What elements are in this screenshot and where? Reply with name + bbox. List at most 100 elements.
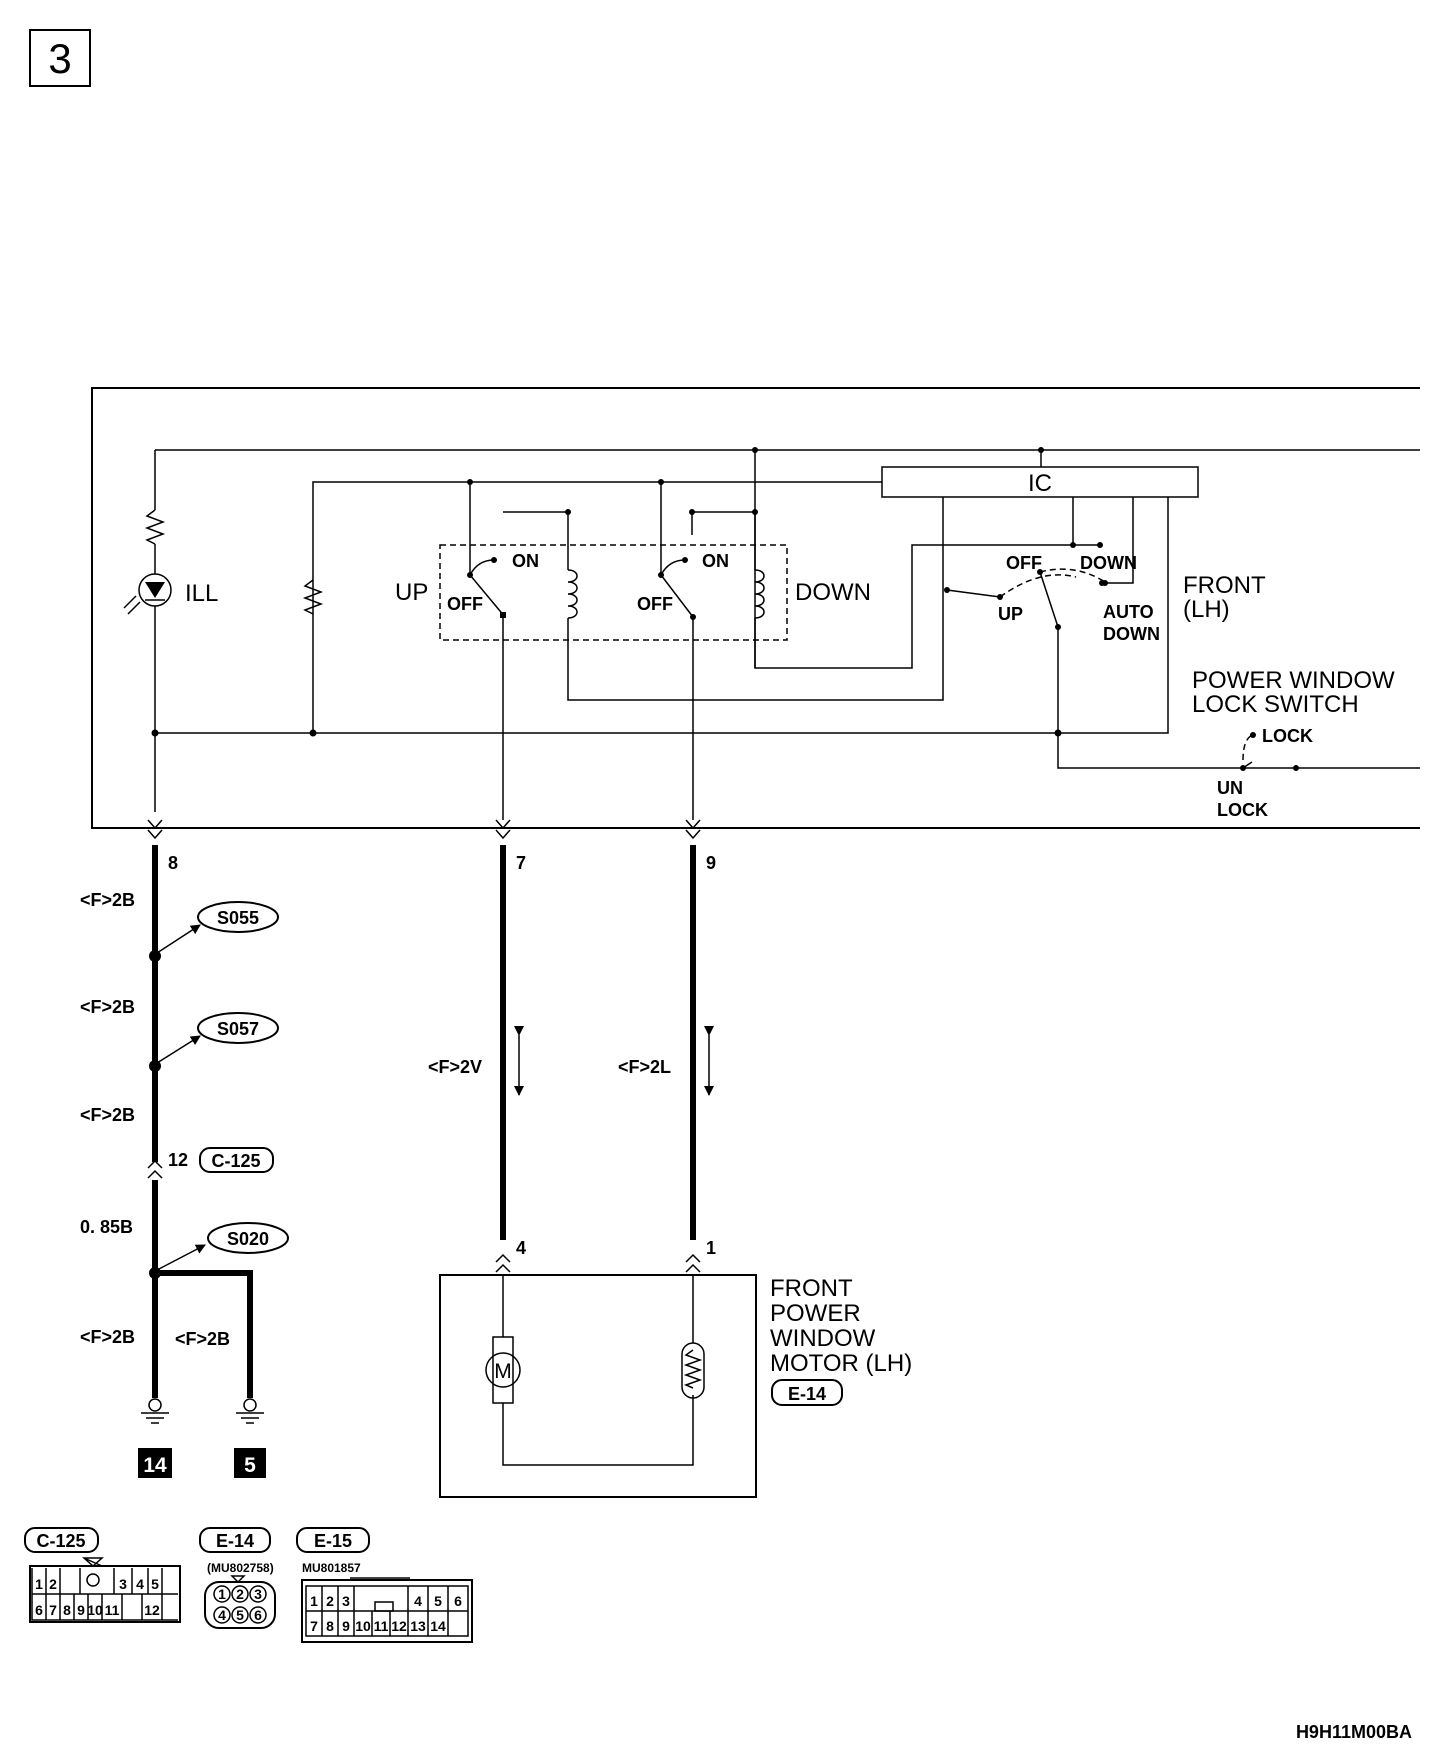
up-relay-off: OFF xyxy=(447,594,483,614)
up-label: UP xyxy=(395,579,428,606)
e15-pin: 8 xyxy=(326,1618,334,1634)
e15-pin: 14 xyxy=(430,1618,446,1634)
e15-pin: 7 xyxy=(310,1618,318,1634)
lock-switch: LOCK UN LOCK xyxy=(1217,726,1313,820)
c125-pin: 12 xyxy=(144,1602,160,1618)
wire-2l: <F>2L xyxy=(618,1057,671,1077)
c125-pin: 11 xyxy=(105,1602,120,1618)
c125-pin: 3 xyxy=(119,1576,127,1592)
e15-pin: 13 xyxy=(410,1618,426,1634)
c125-pin: 1 xyxy=(35,1576,43,1592)
ground-icon xyxy=(141,1398,169,1424)
c125-face-label: C-125 xyxy=(36,1531,85,1551)
c125-pin: 6 xyxy=(35,1602,43,1618)
wire-2b-4: <F>2B xyxy=(80,1327,135,1347)
front-power-window-motor: M FRONT POWER WINDOW MOTOR (LH) E-14 xyxy=(439,1274,912,1498)
e15-pin: 10 xyxy=(355,1618,371,1634)
pin-8: 8 xyxy=(168,853,178,873)
up-relay: ON OFF xyxy=(447,482,944,820)
lock-label: LOCK xyxy=(1262,726,1313,746)
pin-1: 1 xyxy=(706,1238,716,1258)
c125-pin: 9 xyxy=(77,1602,85,1618)
splice-s020 xyxy=(207,1222,289,1254)
e14-pin: 5 xyxy=(236,1607,244,1623)
e14-pin: 1 xyxy=(218,1586,226,1602)
e15-pin: 3 xyxy=(342,1593,350,1609)
ic-label: IC xyxy=(1028,470,1052,497)
relay-box xyxy=(439,544,788,641)
led-icon xyxy=(123,573,172,615)
e14-pin: 3 xyxy=(254,1586,262,1602)
e14-pin: 6 xyxy=(254,1607,262,1623)
switch-up: UP xyxy=(998,604,1023,624)
e15-pin: 5 xyxy=(434,1593,442,1609)
ill-resistor xyxy=(144,509,166,545)
ground-icon xyxy=(236,1398,264,1424)
pin-9: 9 xyxy=(706,853,716,873)
e14-tag-label: E-14 xyxy=(788,1384,826,1404)
lh-label: (LH) xyxy=(1183,596,1230,623)
e15-part-number: MU801857 xyxy=(302,1561,361,1575)
wire-2b-1: <F>2B xyxy=(80,890,135,910)
page-number: 3 xyxy=(48,35,71,82)
ground-point-14-label: 14 xyxy=(143,1454,167,1477)
bias-resistor xyxy=(302,579,324,615)
connector-e15: E-15 MU801857 1 2 3 4 5 6 7 8 9 10 11 12… xyxy=(296,1527,473,1643)
ground-point-5 xyxy=(234,1448,266,1478)
motor-label-2: POWER xyxy=(770,1300,861,1327)
e15-pin: 1 xyxy=(310,1593,318,1609)
down-relay-on: ON xyxy=(702,551,729,571)
figure-code: H9H11M00BA xyxy=(1296,1722,1412,1742)
down-label: DOWN xyxy=(795,579,871,606)
e15-pin: 6 xyxy=(454,1593,462,1609)
pin-4: 4 xyxy=(516,1238,526,1258)
e15-pin: 2 xyxy=(326,1593,334,1609)
switch-off: OFF xyxy=(1006,553,1042,573)
motor-label-4: MOTOR (LH) xyxy=(770,1350,912,1377)
unlock-label-1: UN xyxy=(1217,778,1243,798)
c125-pin: 4 xyxy=(136,1576,144,1592)
motor-symbol: M xyxy=(494,1360,512,1383)
motor-harness: 7 4 <F>2V 9 1 <F>2L xyxy=(428,819,716,1273)
c125-pin: 2 xyxy=(49,1576,57,1592)
c125-tag-label: C-125 xyxy=(211,1151,260,1171)
splice-s055 xyxy=(197,901,279,933)
switch-auto-down-label: DOWN xyxy=(1103,624,1160,644)
ground-harness: 8 <F>2B <F>2B <F>2B 0. 85B <F>2B S055 S0… xyxy=(80,819,289,1478)
ground-point-5-label: 5 xyxy=(244,1454,256,1477)
pw-lock-switch-title-2: LOCK SWITCH xyxy=(1192,691,1359,718)
pw-lock-switch-title-1: POWER WINDOW xyxy=(1192,667,1395,694)
pin-12: 12 xyxy=(168,1150,188,1170)
motor-label-3: WINDOW xyxy=(770,1325,876,1352)
motor-icon xyxy=(485,1352,521,1388)
e14-pin: 4 xyxy=(218,1607,226,1623)
e15-face-label: E-15 xyxy=(314,1531,352,1551)
c125-pin: 7 xyxy=(49,1602,57,1618)
thermistor-icon xyxy=(681,1342,705,1399)
splice-s020-label: S020 xyxy=(227,1229,269,1249)
e15-pin: 9 xyxy=(342,1618,350,1634)
page-number-box: 3 xyxy=(29,29,91,87)
e15-pin: 11 xyxy=(374,1618,389,1634)
unlock-label-2: LOCK xyxy=(1217,800,1268,820)
e15-pin: 4 xyxy=(414,1593,422,1609)
main-window-switch: OFF DOWN UP AUTO DOWN xyxy=(944,497,1420,769)
c125-pin: 10 xyxy=(87,1602,103,1618)
splice-s057-label: S057 xyxy=(217,1019,259,1039)
switch-auto-label: AUTO xyxy=(1103,602,1154,622)
front-label: FRONT xyxy=(1183,572,1266,599)
e14-pin: 2 xyxy=(236,1586,244,1602)
e14-tag xyxy=(771,1379,843,1406)
connector-e14: E-14 (MU802758) 1 2 3 4 5 6 xyxy=(199,1527,276,1629)
c125-pin: 8 xyxy=(63,1602,71,1618)
splice-s055-label: S055 xyxy=(217,908,259,928)
switch-down: DOWN xyxy=(1080,553,1137,573)
down-relay-off: OFF xyxy=(637,594,673,614)
splice-s057 xyxy=(197,1012,279,1044)
wire-2b-2: <F>2B xyxy=(80,997,135,1017)
c125-pin: 5 xyxy=(151,1576,159,1592)
wire-2b-5: <F>2B xyxy=(175,1329,230,1349)
down-relay: ON OFF xyxy=(637,482,1074,820)
pin-7: 7 xyxy=(516,853,526,873)
